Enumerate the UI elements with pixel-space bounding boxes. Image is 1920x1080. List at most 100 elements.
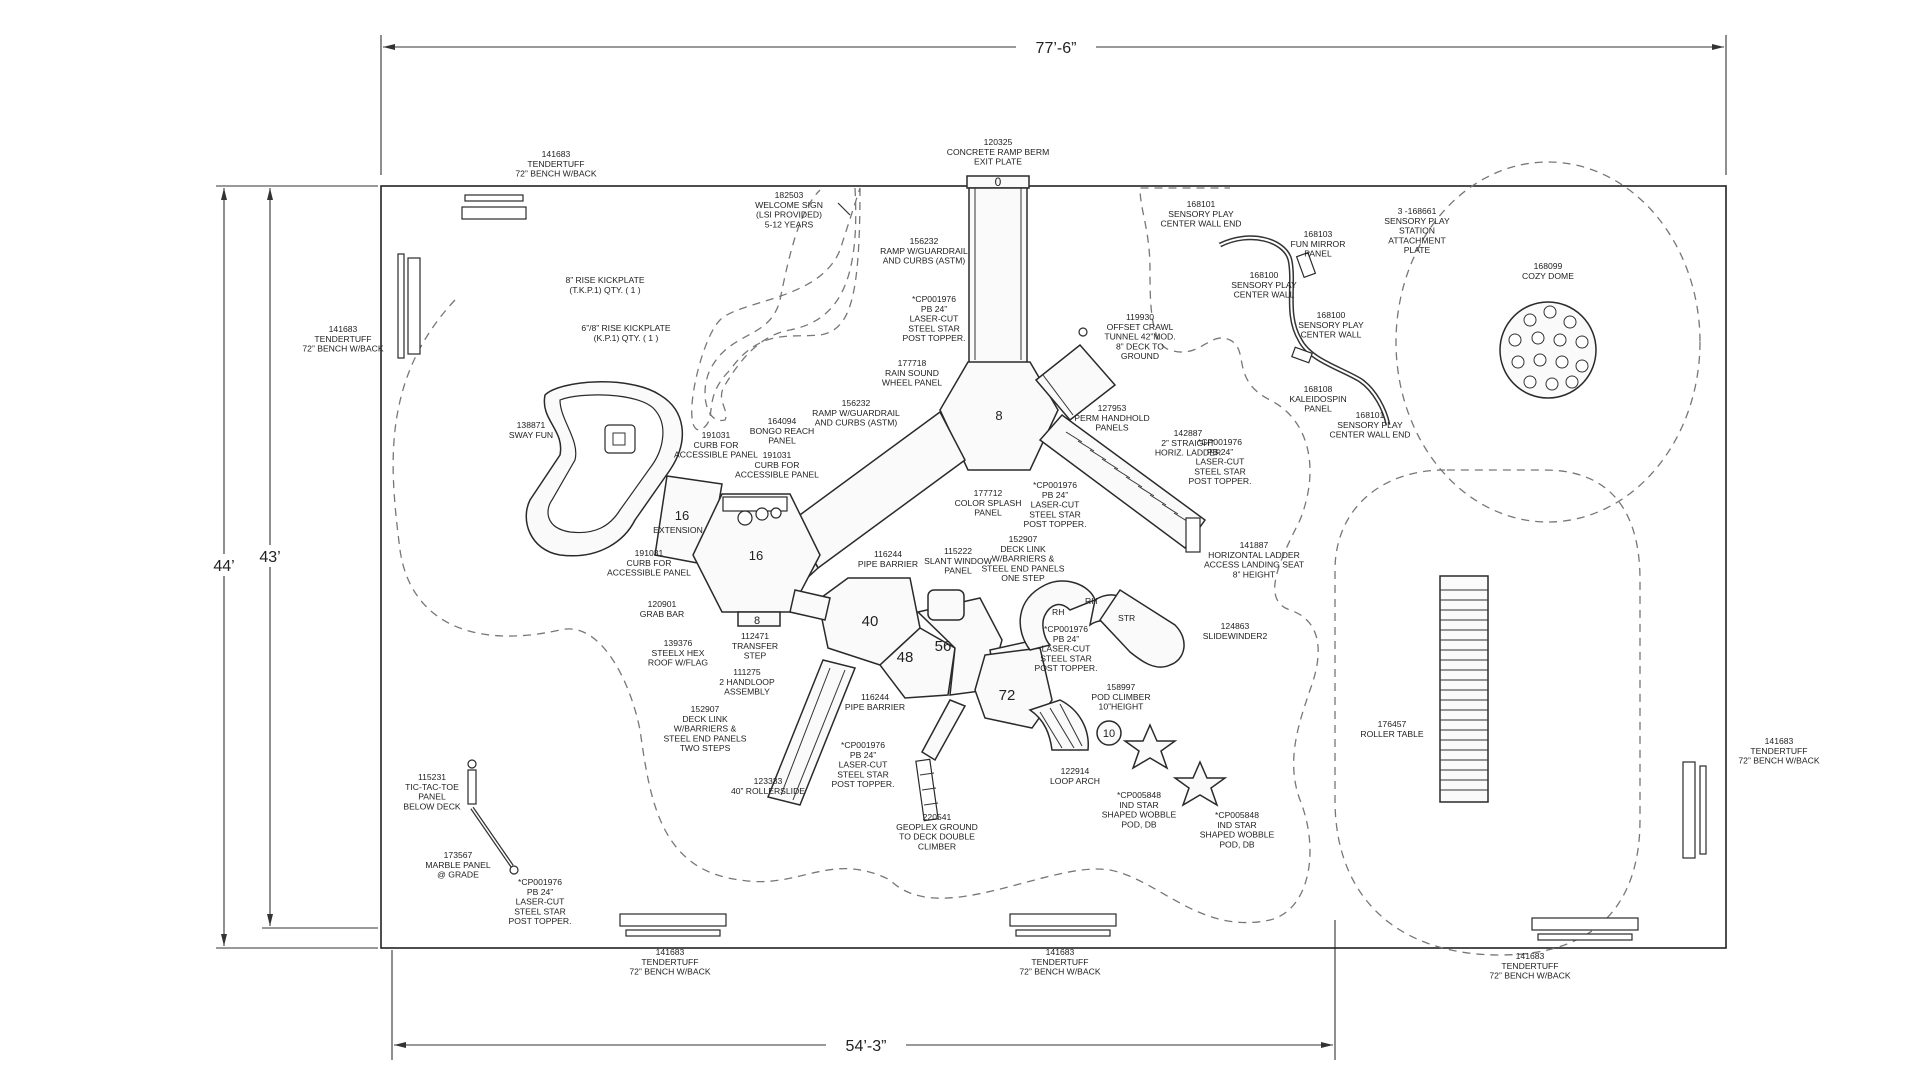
label-line: 119930 [1126,312,1154,322]
use-zone-main [691,187,861,431]
label-line: 127953 [1098,403,1127,413]
label-line: 72” BENCH W/BACK [629,967,710,977]
label-line: TRANSFER [732,641,778,651]
label-line: LASER-CUT [1031,500,1080,510]
label-line: *CP001976 [518,877,562,887]
label-line: 220541 [923,812,952,822]
label-line: *CP001976 [912,294,956,304]
label-line: 141683 [542,149,571,159]
label-line: TENDERTUFF [1501,961,1558,971]
label-line: 40” ROLLERSLIDE [731,786,805,796]
slant-window [927,589,965,621]
label-line: PIPE BARRIER [845,702,905,712]
label-line: 168099 [1534,261,1563,271]
label-line: *CP001976 [841,740,885,750]
label-line: @ GRADE [437,870,479,880]
label-line: 122914 [1061,766,1090,776]
label-line: *CP001976 [1198,437,1242,447]
label-line: PANEL [944,566,972,576]
rollerslide [766,659,857,806]
deck-72-number: 72 [999,687,1016,704]
label-line: SENSORY PLAY [1384,216,1450,226]
label-line: 72” BENCH W/BACK [1738,756,1819,766]
label-line: SLIDEWINDER2 [1203,631,1268,641]
label-line: 191031 [702,430,731,440]
label-line: DECK LINK [1000,544,1046,554]
label-line: *CP001976 [1033,480,1077,490]
label-line: RAMP W/GUARDRAIL [880,246,968,256]
label-line: LOOP ARCH [1050,776,1100,786]
label-line: SWAY FUN [509,430,553,440]
label-line: PANELS [1095,423,1129,433]
label-line: 182503 [775,190,804,200]
label-line: 156232 [910,236,939,246]
label-line: COLOR SPLASH [955,498,1022,508]
label-line: CURB FOR [627,558,672,568]
label-line: 120901 [648,599,677,609]
pod-10-number: 10 [1103,728,1115,740]
label-line: ACCESSIBLE PANEL [607,568,691,578]
label-line: 72” BENCH W/BACK [1489,971,1570,981]
label-line: CENTER WALL [1234,290,1295,300]
label-line: STEEL END PANELS [981,563,1064,573]
label-line: 6”/8” RISE KICKPLATE [581,323,670,333]
label-line: SENSORY PLAY [1231,280,1297,290]
label-line: 8” HEIGHT [1233,569,1276,579]
label-line: *CP001976 [1044,624,1088,634]
label-line: PANEL [1304,404,1332,414]
label-line: GEOPLEX GROUND [896,822,978,832]
deck-40-number: 40 [862,613,879,630]
label-line: 115222 [944,546,972,556]
label-line: SHAPED WOBBLE [1200,830,1275,840]
label-line: STEEL END PANELS [663,733,746,743]
label-line: PB 24” [527,887,553,897]
label-line: 72” BENCH W/BACK [1019,967,1100,977]
label-line: 168101 [1356,410,1385,420]
label-line: 139376 [664,638,693,648]
label-line: 168100 [1250,270,1279,280]
label-line: PB 24” [850,750,876,760]
bongo-panel [722,496,788,526]
label-line: 191031 [763,450,792,460]
label-line: 124863 [1221,621,1250,631]
geoplex-climber [915,699,967,822]
label-line: PLATE [1404,245,1431,255]
dimension-left-outer: 44’ [208,185,378,949]
label-line: (K.P.1) QTY. ( 1 ) [594,333,659,343]
label-extension: EXTENSION [653,525,703,535]
deck-8-bottom [737,611,781,627]
label-line: 3 -168661 [1398,206,1437,216]
label-line: ASSEMBLY [724,687,770,697]
use-zone-roller-table [1334,469,1641,956]
label-line: AND CURBS (ASTM) [815,418,898,428]
label-line: 72” BENCH W/BACK [515,169,596,179]
label-line: *CP005848 [1215,810,1259,820]
label-line: POST TOPPER. [508,916,571,926]
label-line: 156232 [842,398,871,408]
deck-48-number: 48 [897,649,914,666]
label-line: TUNNEL 42”MOD. [1104,332,1175,342]
label-line: STEEL STAR [837,769,889,779]
label-line: 173567 [444,850,473,860]
label-line: GRAB BAR [640,609,684,619]
label-line: ROLLER TABLE [1360,729,1423,739]
label-line: SENSORY PLAY [1337,420,1403,430]
